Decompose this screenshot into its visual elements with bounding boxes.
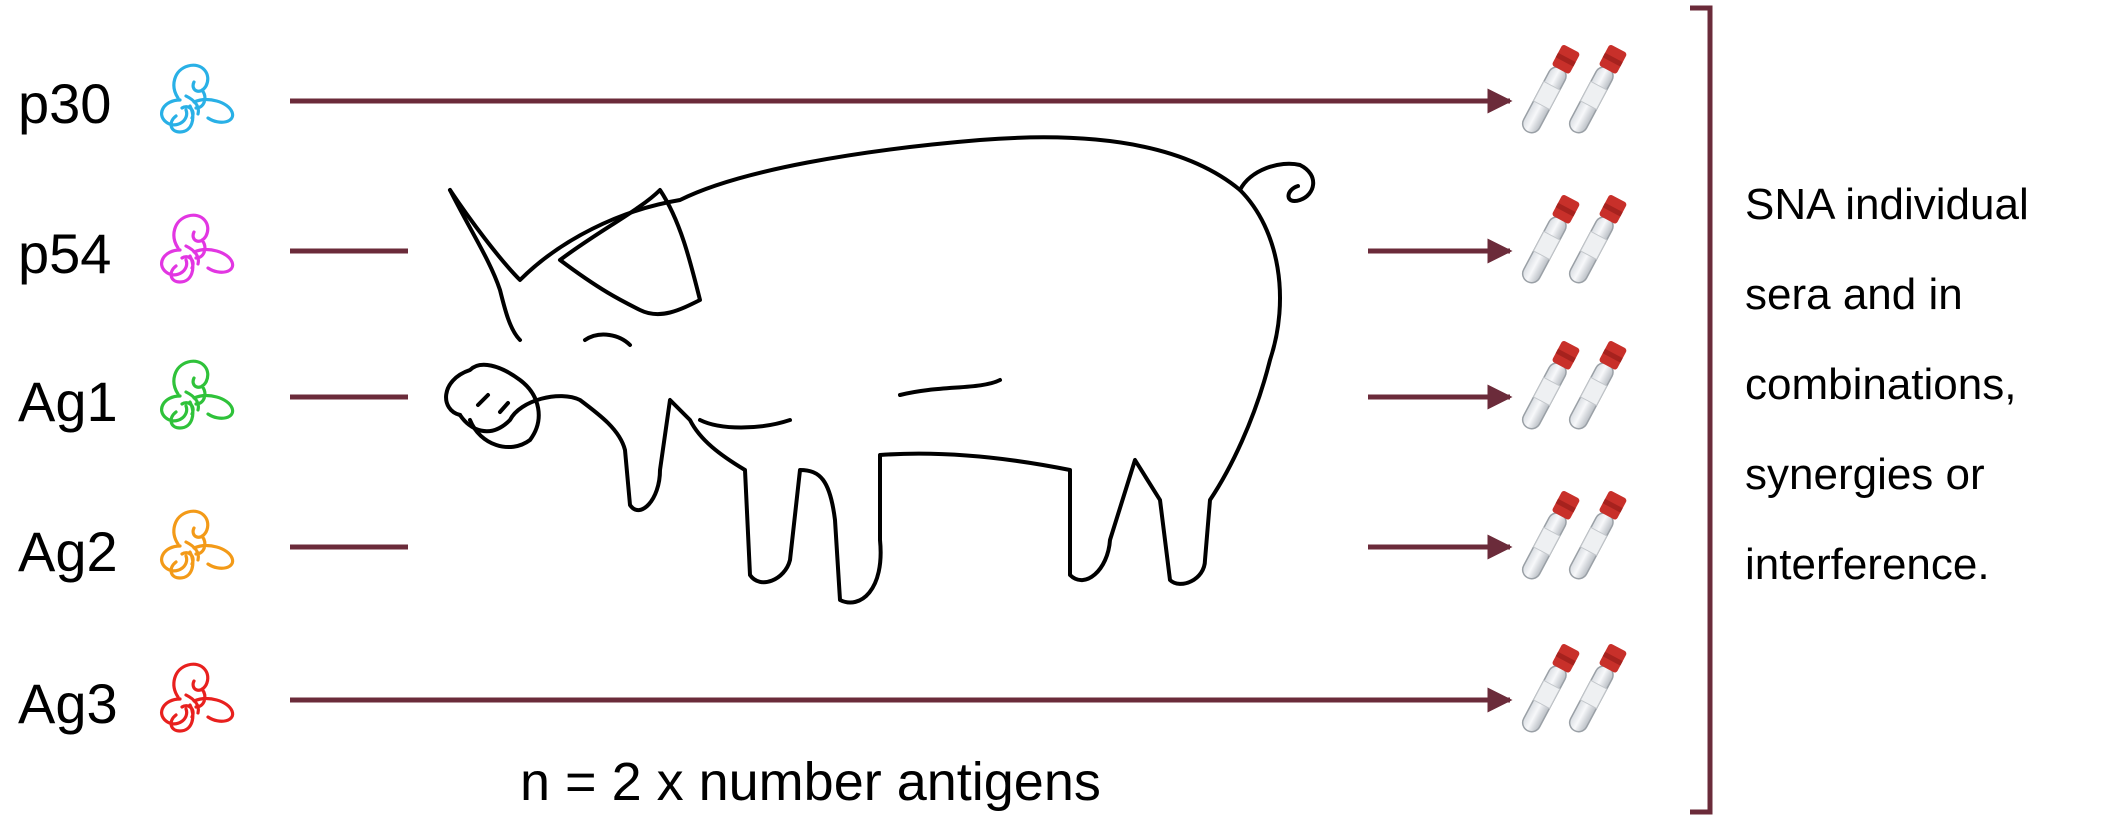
antigen-icons xyxy=(162,65,233,731)
antigen-label-p54: p54 xyxy=(18,226,111,282)
outcome-line: SNA individual xyxy=(1745,160,2029,250)
antigen-label-p30: p30 xyxy=(18,76,111,132)
outcome-line: synergies or xyxy=(1745,430,2029,520)
outcome-line: sera and in xyxy=(1745,250,2029,340)
sample-count-text: n = 2 x number antigens xyxy=(520,755,1101,809)
antigen-label-ag1: Ag1 xyxy=(18,374,118,430)
protein-icon xyxy=(162,65,233,132)
protein-icon xyxy=(162,361,233,428)
outcome-line: interference. xyxy=(1745,520,2029,610)
protein-icon xyxy=(162,664,233,731)
protein-icon xyxy=(162,215,233,282)
antigen-label-ag2: Ag2 xyxy=(18,524,118,580)
tube-columns xyxy=(1519,44,1628,735)
outcome-line: combinations, xyxy=(1745,340,2029,430)
arrow-group xyxy=(290,101,1510,700)
protein-icon xyxy=(162,511,233,578)
right-bracket xyxy=(1690,8,1710,812)
outcome-description: SNA individual sera and in combinations,… xyxy=(1745,160,2029,610)
pig-illustration xyxy=(446,137,1313,602)
antigen-label-ag3: Ag3 xyxy=(18,676,118,732)
